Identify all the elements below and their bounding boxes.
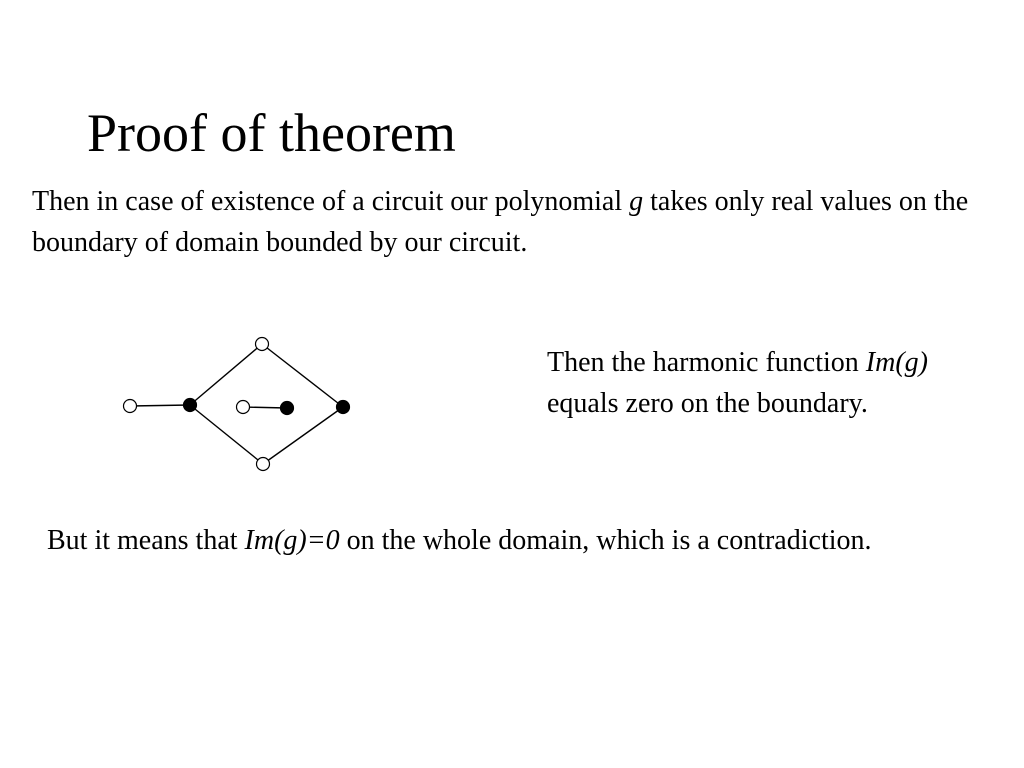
paragraph-circuit-text-after: takes only real values on the boundary o… xyxy=(32,186,969,258)
paragraph-harmonic: Then the harmonic function Im(g) equals … xyxy=(547,342,967,424)
var-im-g: Im(g) xyxy=(865,347,928,378)
paragraph-contradiction-text-before: But it means that xyxy=(47,525,245,556)
edge-left-to-bottom xyxy=(189,404,264,465)
paragraph-harmonic-text-after: equals zero on the boundary. xyxy=(547,388,868,419)
edge-left-end-to-left xyxy=(129,404,191,407)
vertex-left xyxy=(182,397,198,413)
edge-inner xyxy=(242,406,288,409)
paragraph-circuit-text-before: Then in case of existence of a circuit o… xyxy=(32,186,630,217)
paragraph-contradiction: But it means that Im(g)=0 on the whole d… xyxy=(47,520,947,561)
circuit-vertices xyxy=(122,336,351,472)
vertex-inner-white xyxy=(235,399,251,415)
vertex-top xyxy=(254,336,270,352)
vertex-bottom xyxy=(255,456,271,472)
edge-left-to-top xyxy=(189,343,263,406)
edge-top-to-right xyxy=(261,343,344,408)
paragraph-contradiction-text-after: on the whole domain, which is a contradi… xyxy=(339,525,872,556)
paragraph-circuit: Then in case of existence of a circuit o… xyxy=(32,181,1012,263)
circuit-diagram xyxy=(122,336,351,472)
slide-title: Proof of theorem xyxy=(87,103,456,163)
circuit-edges xyxy=(129,343,344,465)
vertex-inner-black xyxy=(279,400,295,416)
vertex-right xyxy=(335,399,351,415)
vertex-left-end xyxy=(122,398,138,414)
edge-bottom-to-right xyxy=(262,406,344,465)
var-g: g xyxy=(629,186,644,217)
var-im-g-zero: Im(g)=0 xyxy=(244,525,340,556)
paragraph-harmonic-text-before: Then the harmonic function xyxy=(547,347,866,378)
